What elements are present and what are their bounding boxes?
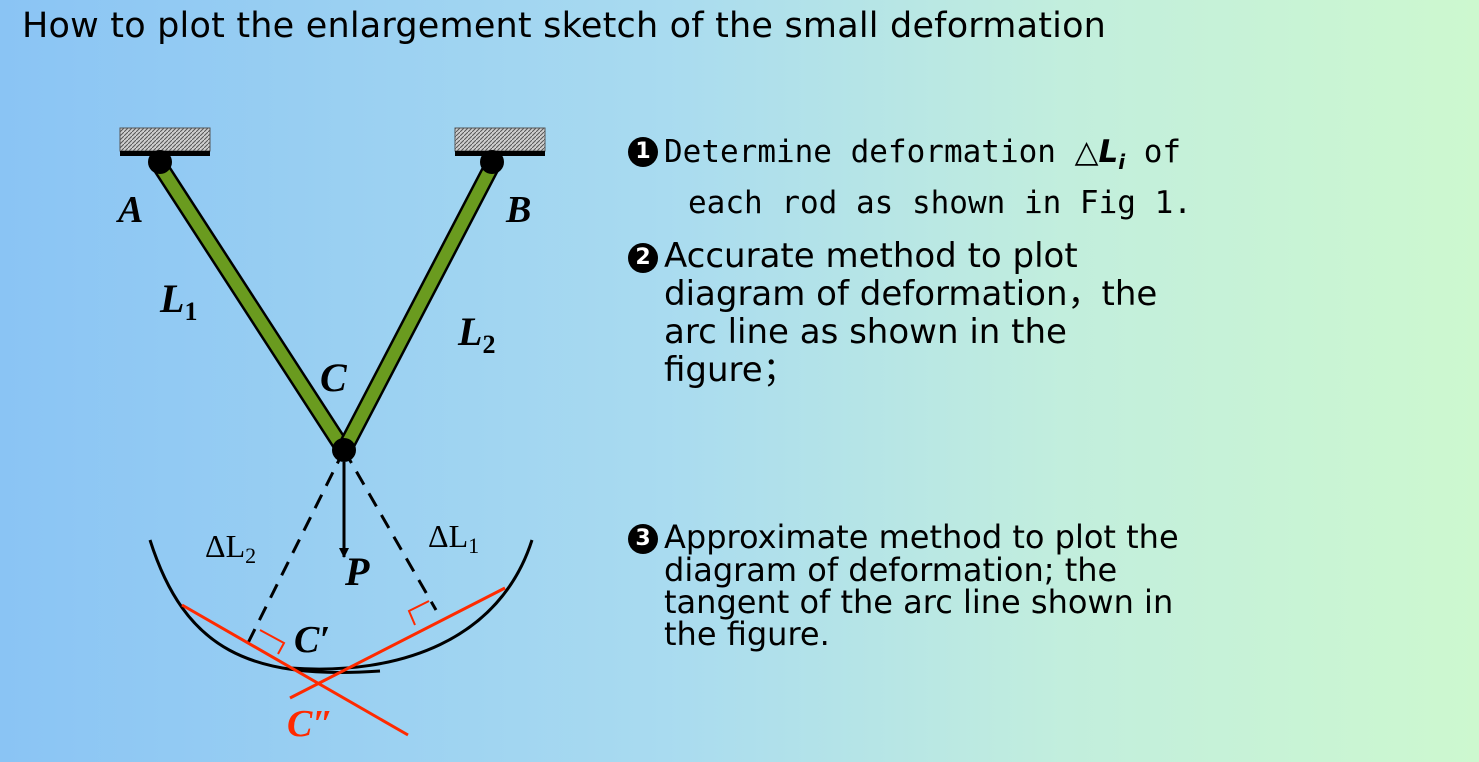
label-rod-2: L2	[457, 309, 495, 359]
delta-symbol: △	[1074, 134, 1099, 170]
rod-2-fill	[338, 163, 498, 453]
label-point-c: C	[320, 355, 348, 400]
step-2-number: 2	[628, 243, 658, 273]
right-angle-mark-1	[259, 629, 286, 655]
step-2-line-3: arc line as shown in the	[664, 312, 1067, 352]
step-3-line-3: tangent of the arc line shown in	[664, 583, 1174, 621]
support-b	[454, 127, 546, 156]
step-1-text-pre: Determine deformation	[664, 134, 1075, 170]
rod-1-fill	[154, 162, 350, 454]
label-load-p: P	[344, 549, 370, 594]
step-3-line-2: diagram of deformation; the	[664, 551, 1118, 589]
step-1-line-2: each rod as shown in Fig 1.	[688, 185, 1192, 222]
pin-a	[148, 150, 172, 174]
tangent-line-2	[289, 586, 506, 700]
extension-line-2	[246, 449, 346, 644]
step-1-subscript: i	[1118, 150, 1126, 175]
label-point-b: B	[505, 189, 531, 231]
step-2-line-4: figure；	[664, 350, 797, 390]
tangent-line-1	[181, 603, 409, 737]
right-angle-mark-2	[407, 600, 430, 626]
step-2-line-2: diagram of deformation，the	[664, 274, 1158, 314]
label-delta-2: ΔL2	[205, 528, 256, 568]
label-rod-1: L1	[159, 276, 197, 326]
step-1-number: 1	[628, 137, 658, 167]
arc-line-1	[148, 539, 381, 674]
label-c-double-prime: C″	[287, 703, 333, 745]
label-point-a: A	[116, 189, 143, 231]
label-delta-1: ΔL1	[428, 518, 479, 558]
step-2-line-1: Accurate method to plot	[664, 236, 1078, 276]
arc-line-2	[289, 539, 534, 671]
step-3-line-4: the figure.	[664, 615, 830, 653]
step-3-number: 3	[628, 524, 658, 554]
page-title: How to plot the enlargement sketch of th…	[22, 6, 1107, 46]
step-1-text-post: of	[1125, 134, 1182, 170]
step-1-variable: L	[1098, 134, 1119, 170]
step-3-line-1: Approximate method to plot the	[664, 518, 1179, 556]
extension-line-1	[342, 449, 438, 611]
pin-b	[480, 150, 504, 174]
label-c-prime: C′	[294, 619, 330, 661]
deformation-diagram: A B C L1 L2 ΔL2 ΔL1 P C′ C″	[116, 127, 546, 745]
